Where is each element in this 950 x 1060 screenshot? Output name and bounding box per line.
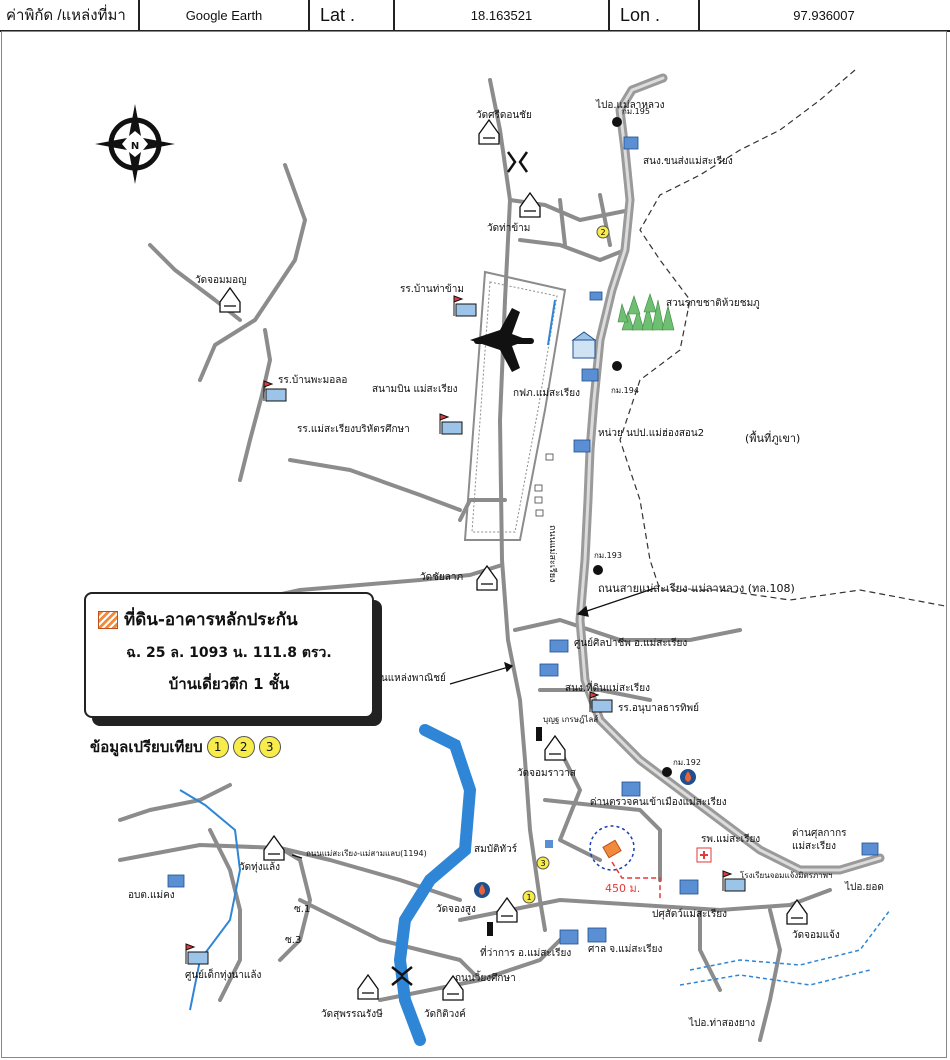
stream-dashed bbox=[689, 909, 891, 971]
label-road-1194: ถนนแม่สะเรียง-แม่สามแลบ(1194) bbox=[306, 849, 427, 858]
label-airport: สนามบิน แม่สะเรียง bbox=[372, 383, 458, 395]
label-art-center: ศูนย์ศิลปาชีพ อ.แม่สะเรียง bbox=[574, 637, 687, 649]
label-wat-chong-sung: วัดจองสูง bbox=[436, 904, 476, 915]
label-wat-suwan: วัดสุพรรณรังษี bbox=[321, 1008, 383, 1020]
label-customs-1: ด่านศุลกากรแม่สะเรียง bbox=[792, 828, 847, 852]
label-wat-tha-kham: วัดท่าข้าม bbox=[487, 222, 530, 234]
label-school-borihan: รร.แม่สะเรียงบริหัตรศึกษา bbox=[297, 423, 410, 435]
label-road-laeng-phanit: ถนนแหล่งพาณิชย์ bbox=[368, 672, 446, 684]
label-wat-chai-lap: วัดชัยลาภ bbox=[420, 572, 463, 583]
label-wat-kittiwong: วัดกิติวงค์ bbox=[424, 1008, 466, 1020]
label-boonyakasem: บุญฐ เกรษฎ์ไลส์ bbox=[543, 714, 598, 724]
compare-item-1: 1 bbox=[206, 736, 229, 758]
label-s1: ซ.1 bbox=[294, 904, 310, 915]
legend-deed: ฉ. 25 ล. 1093 น. 111.8 ตรว. bbox=[126, 645, 332, 661]
label-wat-chom-rawat: วัดจอมราวาส bbox=[517, 768, 576, 779]
school-icon bbox=[185, 295, 746, 965]
label-road-wiang-suksa: ถนนวิ้ยงศึกษา bbox=[455, 970, 516, 984]
temple-icon bbox=[219, 118, 808, 1001]
label-wat-chom-mon: วัดจอมมอญ bbox=[195, 275, 247, 286]
compass-letter: N bbox=[131, 141, 139, 152]
compare-item-2: 2 bbox=[232, 736, 255, 758]
lon-label: Lon . bbox=[610, 0, 700, 30]
label-school-ban-tha-kham: รร.บ้านท่าข้าม bbox=[400, 283, 464, 295]
office-building-icon bbox=[167, 136, 879, 945]
label-mountain: (พื้นที่ภูเขา) bbox=[745, 430, 800, 445]
airplane-icon bbox=[470, 308, 534, 372]
label-park: สวนรุกขชาติห้วยชมภู bbox=[666, 297, 760, 309]
label-transport-office: สนง.ขนส่งแม่สะเรียง bbox=[643, 155, 733, 167]
label-km193: กม.193 bbox=[594, 551, 622, 560]
label-district-office: ที่ว่าการ อ.แม่สะเรียง bbox=[480, 945, 571, 959]
traffic-light-icon bbox=[487, 727, 553, 936]
legend-title: ที่ดิน-อาคารหลักประกัน bbox=[124, 610, 298, 630]
radius-circle bbox=[589, 825, 635, 871]
lon-value: 97.936007 bbox=[793, 7, 855, 23]
label-obt: อบต.แม่คง bbox=[128, 890, 175, 901]
label-wat-thung-laeng: วัดทุ่งแล้ง bbox=[239, 861, 280, 873]
road-network bbox=[118, 78, 832, 1042]
fuel-station-icon bbox=[474, 769, 696, 898]
label-wat-si-don-chai: วัดศรีดอนชัย bbox=[476, 109, 532, 121]
label-court: ศาล จ.แม่สะเรียง bbox=[588, 943, 662, 955]
label-to-mae-la-luang: ไปอ.แม่ลาหลวง bbox=[595, 99, 665, 111]
mountain-boundary bbox=[619, 69, 946, 607]
label-road-vertical: ถนนแม่สะเรียง bbox=[547, 525, 558, 582]
label-post: ปศุสัตว์แม่สะเรียง bbox=[652, 908, 727, 920]
label-child-center: ศูนย์เด็กทุ่งนาแล้ง bbox=[185, 967, 262, 981]
label-pea: กฟภ.แม่สะเรียง bbox=[513, 387, 580, 399]
compare-label: ข้อมูลเปรียบเทียบ bbox=[90, 738, 203, 756]
subject-swatch-icon bbox=[98, 610, 118, 629]
river-main bbox=[393, 724, 477, 1046]
label-sambattiwong: สมบัติทัวร์ bbox=[474, 843, 518, 855]
park-trees-icon bbox=[617, 293, 675, 331]
label-school-pha-mo-lo: รร.บ้านพะมอลอ bbox=[278, 374, 347, 386]
coord-source-value: Google Earth bbox=[140, 0, 310, 30]
label-distance: 450 ม. bbox=[605, 882, 640, 895]
label-immigration: ด่านตรวจคนเข้าเมืองแม่สะเรียง bbox=[590, 796, 727, 808]
label-km192: กม.192 bbox=[673, 758, 701, 767]
hospital-icon bbox=[696, 847, 712, 863]
label-unit-chaso: หน่วย นปป.แม่ฮ่องสอน2 bbox=[598, 428, 704, 439]
compass-icon: N bbox=[95, 104, 175, 184]
lat-value: 18.163521 bbox=[395, 0, 610, 30]
svg-text:2: 2 bbox=[600, 228, 605, 237]
comparable-marker-icon: 2 3 1 bbox=[522, 225, 610, 904]
compare-legend: ข้อมูลเปรียบเทียบ 1 2 3 bbox=[90, 735, 281, 759]
compare-item-3: 3 bbox=[258, 736, 281, 758]
svg-text:1: 1 bbox=[526, 893, 531, 902]
label-to-sop-moei: ไปอ.ยอด bbox=[844, 881, 884, 893]
bridge-icon bbox=[391, 151, 529, 986]
label-wat-chom-chaeng: วัดจอมแจ้ง bbox=[792, 929, 840, 941]
highway-108 bbox=[575, 73, 885, 875]
label-kindergarten: รร.อนุบาลธารทิพย์ bbox=[618, 702, 699, 714]
label-s3: ซ.3 bbox=[285, 935, 301, 946]
distance-line bbox=[611, 861, 661, 900]
label-main-road: ถนนสายแม่สะเรียง-แม่ลาหลวง (ทล.108) bbox=[598, 582, 795, 595]
lat-label: Lat . bbox=[310, 0, 395, 30]
label-hospital: รพ.แม่สะเรียง bbox=[701, 833, 760, 845]
legend-building: บ้านเดี่ยวตึก 1 ชั้น bbox=[168, 675, 290, 693]
house-icon bbox=[534, 453, 554, 517]
legend-box: ที่ดิน-อาคารหลักประกัน ฉ. 25 ล. 1093 น. … bbox=[84, 592, 374, 718]
svg-text:3: 3 bbox=[540, 859, 545, 868]
airport-runway bbox=[463, 270, 567, 541]
subject-property-icon bbox=[602, 839, 622, 859]
map-frame bbox=[1, 31, 947, 1058]
label-school-mittraphap: โรงเรียนจอมแจ้งมิตรภาพฯ bbox=[740, 870, 833, 880]
label-km195: กม.195 bbox=[622, 107, 650, 116]
label-land-office: สนง.ที่ดินแม่สะเรียง bbox=[565, 680, 650, 694]
km-marker-icon bbox=[593, 117, 672, 777]
coord-source-label: ค่าพิกัด /แหล่งที่มา bbox=[0, 0, 140, 30]
pea-office-icon bbox=[571, 331, 597, 359]
label-to-tha-song-yang: ไปอ.ท่าสองยาง bbox=[688, 1017, 755, 1029]
label-km194: กม.194 bbox=[611, 386, 639, 395]
